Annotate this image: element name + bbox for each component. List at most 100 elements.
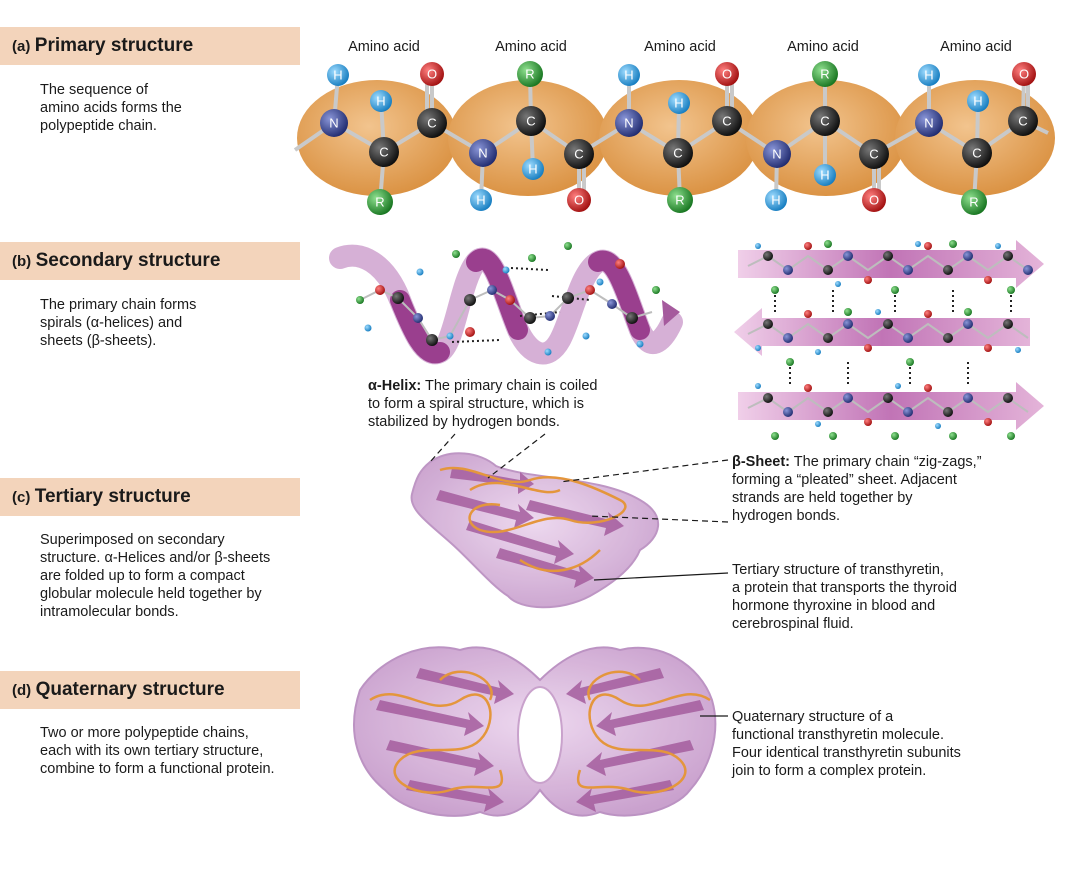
caption-line: The primary chain “zig-zags,” <box>790 454 982 470</box>
oxygen-atom <box>862 188 886 212</box>
leader-lines <box>429 433 729 717</box>
oxygen-atom <box>567 188 591 212</box>
atom-label: H <box>624 68 633 83</box>
atom-label: H <box>333 68 342 83</box>
quaternary-description: Two or more polypeptide chains, each wit… <box>40 724 275 778</box>
atom-label: O <box>574 193 584 208</box>
central-channel <box>517 686 563 784</box>
description-line: spirals (α-helices) and <box>40 315 183 331</box>
description-line: are folded up to form a compact <box>40 568 245 584</box>
hydrogen-atom <box>668 92 690 114</box>
carbon-atom <box>417 108 447 138</box>
alpha-helix-caption: α-Helix: The primary chain is coiled to … <box>368 377 597 431</box>
oxygen-atom <box>1012 62 1036 86</box>
atom-label: C <box>722 114 731 129</box>
atom-label: C <box>379 145 388 160</box>
atom-label: N <box>329 116 338 131</box>
atom-label: R <box>820 67 829 82</box>
atom-label: C <box>574 147 583 162</box>
description-line: Superimposed on secondary <box>40 532 225 548</box>
helix-leader-line <box>429 433 456 463</box>
atom-label: H <box>771 193 780 208</box>
r-group-atom <box>812 61 838 87</box>
section-letter: (a) <box>12 38 31 55</box>
nitrogen-atom <box>320 109 348 137</box>
carbon-atom <box>564 139 594 169</box>
sheet-leader-line <box>559 459 729 483</box>
polypeptide-chain: H N H C R O C N H R C H C O H N H C R O … <box>293 61 1055 215</box>
caption-line: stabilized by hydrogen bonds. <box>368 414 560 430</box>
hydrogen-atom <box>765 189 787 211</box>
section-title: Quaternary structure <box>35 679 225 700</box>
amino-acid-label: Amino acid <box>495 39 567 55</box>
tertiary-caption: Tertiary structure of transthyretin, a p… <box>732 561 957 633</box>
primary-description: The sequence of amino acids forms the po… <box>40 81 182 135</box>
atom-label: O <box>722 67 732 82</box>
atom-label: H <box>674 96 683 111</box>
alpha-helix-illustration <box>329 242 683 365</box>
carbon-atom <box>859 139 889 169</box>
caption-line: a protein that transports the thyroid <box>732 580 957 596</box>
atom-label: N <box>478 146 487 161</box>
beta-strand-middle <box>734 308 1030 356</box>
atom-label: N <box>924 116 933 131</box>
carbon-atom <box>962 138 992 168</box>
caption-line: hydrogen bonds. <box>732 508 841 524</box>
description-line: intramolecular bonds. <box>40 604 179 620</box>
caption-line: The primary chain is coiled <box>421 378 598 394</box>
atom-label: R <box>675 193 684 208</box>
nitrogen-atom <box>915 109 943 137</box>
carbon-atom <box>663 138 693 168</box>
atom-label: C <box>869 147 878 162</box>
caption-line: join to form a complex protein. <box>732 763 927 779</box>
carbon-atom <box>810 106 840 136</box>
tertiary-coil <box>439 466 627 573</box>
caption-line: functional transthyretin molecule. <box>732 727 944 743</box>
section-header-tertiary: (c) Tertiary structure <box>0 478 300 516</box>
caption-line: to form a spiral structure, which is <box>368 396 584 412</box>
carbon-atom <box>1008 106 1038 136</box>
description-line: Two or more polypeptide chains, <box>40 725 249 741</box>
caption-line: cerebrospinal fluid. <box>732 616 854 632</box>
atom-label: O <box>1019 67 1029 82</box>
nitrogen-atom <box>469 139 497 167</box>
description-line: amino acids forms the <box>40 100 182 116</box>
tertiary-transthyretin-model <box>410 452 660 609</box>
hydrogen-atom <box>618 64 640 86</box>
caption-line: Quaternary structure of a <box>732 709 894 725</box>
caption-line: strands are held together by <box>732 490 913 506</box>
description-line: sheets (β-sheets). <box>40 333 157 349</box>
atom-label: N <box>772 147 781 162</box>
sheet-leader-line <box>589 515 729 523</box>
hydrogen-atom <box>814 164 836 186</box>
atom-label: H <box>973 94 982 109</box>
amino-acid-label: Amino acid <box>787 39 859 55</box>
atom-label: H <box>476 193 485 208</box>
hydrogen-atom <box>370 90 392 112</box>
oxygen-atom <box>420 62 444 86</box>
section-title: Secondary structure <box>35 250 221 271</box>
tertiary-leader-line <box>593 572 729 581</box>
section-header-secondary: (b) Secondary structure <box>0 242 300 280</box>
hydrogen-atom <box>967 90 989 112</box>
caption-term: α-Helix: <box>368 378 422 394</box>
oxygen-atom <box>715 62 739 86</box>
helix-leader-line <box>487 433 546 479</box>
helix-backbone <box>359 288 653 342</box>
r-group-atom <box>367 189 393 215</box>
helix-atoms <box>356 242 660 356</box>
quaternary-transthyretin-model <box>353 646 717 817</box>
helix-arrowhead <box>662 300 680 326</box>
protein-surface <box>410 452 660 609</box>
atom-label: O <box>427 67 437 82</box>
caption-line: Four identical transthyretin subunits <box>732 745 961 761</box>
atom-label: H <box>376 94 385 109</box>
section-header-primary: (a) Primary structure <box>0 27 300 65</box>
residue-blob <box>448 80 608 196</box>
amino-acid-label: Amino acid <box>644 39 716 55</box>
caption-term: β-Sheet: <box>732 454 790 470</box>
section-letter: (d) <box>12 682 32 699</box>
atom-label: R <box>375 195 384 210</box>
description-line: combine to form a functional protein. <box>40 761 275 777</box>
description-line: each with its own tertiary structure, <box>40 743 264 759</box>
